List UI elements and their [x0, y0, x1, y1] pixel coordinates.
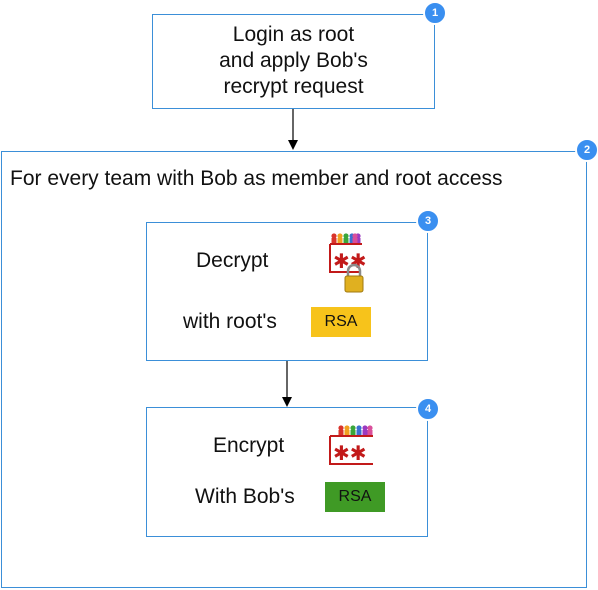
team-members-icon	[338, 425, 373, 436]
svg-text:✱✱: ✱✱	[333, 249, 367, 273]
login-line-1: Login as root	[232, 23, 355, 46]
encrypt-label: Encrypt	[213, 434, 285, 457]
decrypt-label: Decrypt	[196, 249, 269, 272]
locked-team-key-icon: ✱✱	[329, 233, 367, 293]
step-badge-2: 2	[575, 138, 598, 162]
team-loop-title: For every team with Bob as member and ro…	[10, 167, 503, 190]
padlock-icon	[344, 263, 364, 293]
step-badge-1: 1	[423, 1, 447, 25]
arrow-login-to-loop	[288, 109, 298, 150]
login-line-2: and apply Bob's	[219, 49, 368, 72]
login-line-3: recrypt request	[223, 75, 364, 98]
step-badge-4: 4	[416, 397, 440, 421]
team-members-icon	[331, 233, 361, 244]
login-step-text: Login as root and apply Bob's recrypt re…	[152, 22, 435, 100]
bob-rsa-key-tag: RSA	[325, 482, 385, 512]
decrypt-key-prefix: with root's	[183, 310, 277, 333]
encrypt-key-prefix: With Bob's	[195, 485, 295, 508]
arrow-decrypt-to-encrypt	[282, 361, 292, 407]
step-badge-3: 3	[416, 209, 440, 233]
root-rsa-key-tag: RSA	[311, 307, 371, 337]
decrypt-step-box	[146, 222, 428, 361]
encrypt-step-box	[146, 407, 428, 537]
login-step-box	[152, 14, 435, 109]
team-key-icon: ✱✱	[329, 425, 373, 465]
svg-text:✱✱: ✱✱	[333, 441, 367, 465]
